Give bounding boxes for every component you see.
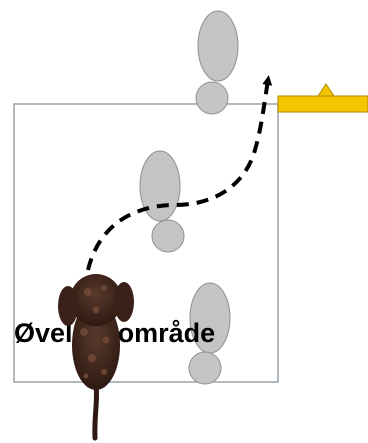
training-area-box <box>13 103 279 383</box>
footprint-icon-bottom <box>188 282 231 385</box>
footprint-icon-top <box>195 10 239 115</box>
dog-top-view-icon <box>58 274 134 441</box>
start-marker-icon <box>277 83 368 113</box>
footprint-icon-middle <box>139 150 185 253</box>
